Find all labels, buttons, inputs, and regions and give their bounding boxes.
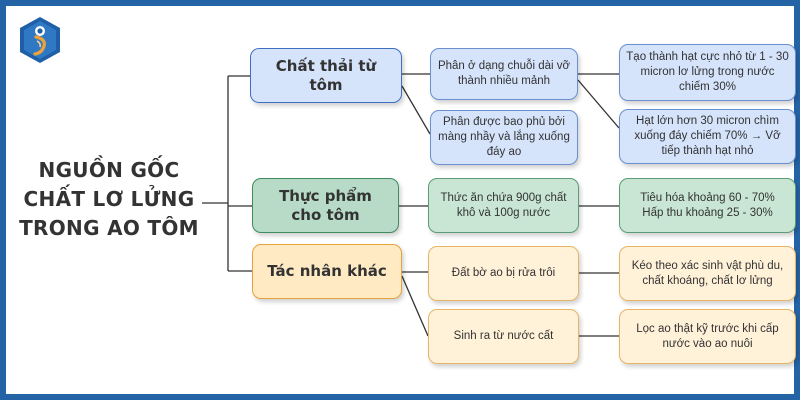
result-large-particles: Hạt lớn hơn 30 micron chìm xuống đáy chi… (619, 109, 796, 164)
connector-lines (202, 73, 620, 337)
title-line-1: NGUỒN GỐC (38, 158, 180, 182)
shrimp-logo-icon (20, 17, 60, 63)
result-large-particles-text: Hạt lớn hơn 30 micron chìm xuống đáy chi… (634, 115, 781, 157)
detail-feces-chain-text: Phân ở dạng chuỗi dài vỡ thành nhiều mản… (437, 60, 571, 87)
title-line-2: CHẤT LƠ LỬNG (23, 187, 195, 211)
diagram-title: NGUỒN GỐC CHẤT LƠ LỬNG TRONG AO TÔM (14, 156, 204, 243)
title-line-3: TRONG AO TÔM (19, 216, 199, 240)
detail-bank-erosion: Đất bờ ao bị rửa trôi (428, 246, 579, 301)
detail-distilled-water-text: Sinh ra từ nước cất (453, 330, 554, 342)
detail-distilled-water: Sinh ra từ nước cất (428, 309, 579, 364)
detail-feces-mucus: Phân được bao phủ bởi màng nhầy và lắng … (430, 110, 578, 165)
branch-shrimp-waste: Chất thải từ tôm (250, 48, 402, 103)
branch-other-agents: Tác nhân khác (252, 244, 402, 299)
result-filter-pond: Lọc ao thật kỹ trước khi cấp nước vào ao… (619, 309, 796, 364)
detail-feces-mucus-text: Phân được bao phủ bởi màng nhầy và lắng … (438, 116, 570, 158)
detail-feed: Thức ăn chứa 900g chất khô và 100g nước (428, 178, 579, 233)
detail-feed-text: Thức ăn chứa 900g chất khô và 100g nước (440, 191, 567, 219)
result-plankton-text: Kéo theo xác sinh vật phù du, chất khoán… (631, 259, 784, 287)
result-tiny-particles-text: Tạo thành hạt cực nhỏ từ 1 - 30 micron l… (626, 51, 789, 93)
branch-shrimp-waste-label: Chất thải từ tôm (275, 56, 377, 94)
result-filter-pond-text: Lọc ao thật kỹ trước khi cấp nước vào ao… (636, 322, 779, 350)
detail-feces-chain: Phân ở dạng chuỗi dài vỡ thành nhiều mản… (430, 48, 578, 100)
branch-other-agents-label: Tác nhân khác (267, 262, 387, 280)
branch-shrimp-food-label: Thực phẩm cho tôm (279, 186, 372, 224)
result-plankton: Kéo theo xác sinh vật phù du, chất khoán… (619, 246, 796, 301)
branch-shrimp-food: Thực phẩm cho tôm (252, 178, 399, 233)
detail-bank-erosion-text: Đất bờ ao bị rửa trôi (451, 267, 556, 279)
result-tiny-particles: Tạo thành hạt cực nhỏ từ 1 - 30 micron l… (619, 44, 796, 101)
result-digestion: Tiêu hóa khoảng 60 - 70% Hấp thu khoảng … (619, 178, 796, 233)
result-digestion-text: Tiêu hóa khoảng 60 - 70% Hấp thu khoảng … (640, 191, 775, 219)
